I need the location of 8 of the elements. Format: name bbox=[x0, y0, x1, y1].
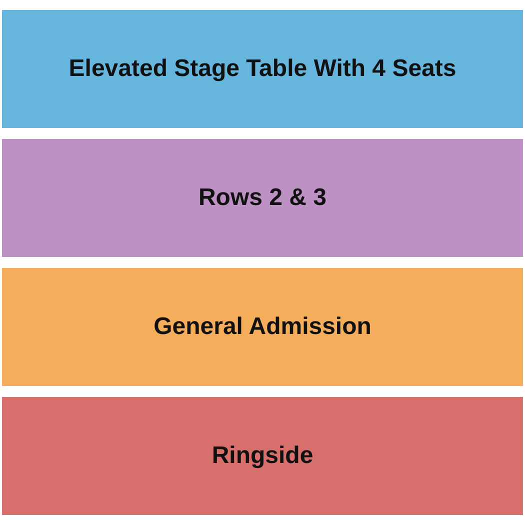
section-label: General Admission bbox=[154, 313, 372, 341]
seating-section bbox=[2, 139, 523, 257]
seating-section bbox=[2, 10, 523, 128]
section-label: Rows 2 & 3 bbox=[198, 184, 327, 212]
seating-section bbox=[2, 397, 523, 515]
seating-section bbox=[2, 268, 523, 386]
section-label: Elevated Stage Table With 4 Seats bbox=[68, 55, 456, 83]
section-label: Ringside bbox=[212, 442, 314, 470]
